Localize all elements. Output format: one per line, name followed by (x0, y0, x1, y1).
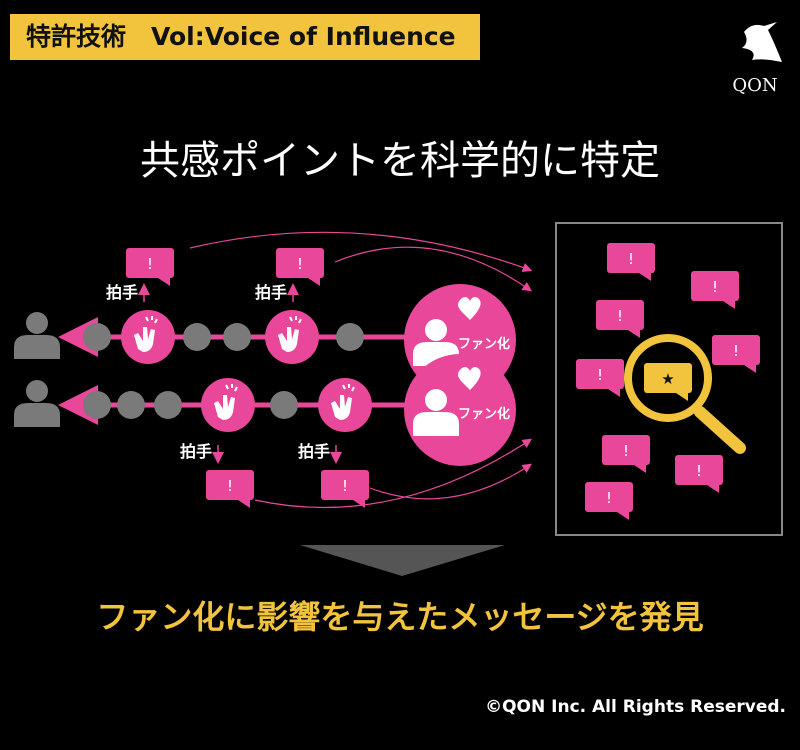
down-arrow (300, 545, 505, 576)
clap-node (265, 310, 319, 364)
flow-arrow (334, 246, 532, 292)
heart-icon (458, 367, 481, 390)
svg-text:拍手: 拍手 (255, 283, 287, 302)
message-bubble: ! (126, 248, 174, 286)
svg-text:!: ! (623, 442, 629, 460)
svg-text:!: ! (733, 342, 739, 360)
flow-arrow (369, 463, 533, 500)
clap-node (121, 310, 175, 364)
page-title: 共感ポイントを科学的に特定 (140, 138, 660, 184)
svg-text:★: ★ (661, 370, 674, 388)
message-bubble: ! (675, 455, 723, 493)
user-icon (14, 312, 60, 359)
copyright: ©QON Inc. All Rights Reserved. (485, 697, 786, 717)
svg-text:!: ! (147, 255, 153, 273)
heart-icon (458, 297, 481, 320)
step-node (117, 391, 145, 419)
step-node (270, 391, 298, 419)
clap-label: 拍手 (255, 283, 299, 302)
header-badge: 特許技術 Vol:Voice of Influence (10, 14, 480, 60)
message-bubble: ! (276, 248, 324, 286)
message-bubble: ! (596, 300, 644, 338)
svg-text:!: ! (606, 489, 612, 507)
analysis-box (555, 222, 783, 536)
clap-label: 拍手 (298, 442, 342, 464)
message-bubble: ! (321, 470, 369, 508)
svg-text:!: ! (342, 477, 348, 495)
clap-label: 拍手 (106, 283, 150, 302)
clap-label: 拍手 (180, 442, 224, 464)
step-node (83, 391, 111, 419)
svg-text:!: ! (712, 278, 718, 296)
message-bubble: ! (602, 435, 650, 473)
step-node (223, 323, 251, 351)
message-bubble: ! (576, 359, 624, 397)
svg-text:ファン化: ファン化 (458, 406, 510, 422)
message-bubble: ! (206, 470, 254, 508)
svg-text:!: ! (597, 366, 603, 384)
subtitle: ファン化に影響を与えたメッセージを発見 (96, 598, 704, 636)
clap-node (318, 378, 372, 432)
user-icon (14, 380, 60, 427)
svg-text:!: ! (297, 255, 303, 273)
svg-text:拍手: 拍手 (298, 442, 330, 461)
message-bubble: ! (712, 335, 760, 373)
svg-text:!: ! (617, 307, 623, 325)
step-node (83, 323, 111, 351)
person-icon (413, 389, 459, 436)
svg-text:!: ! (628, 250, 634, 268)
svg-text:拍手: 拍手 (180, 442, 212, 461)
flow-arrow (254, 438, 533, 509)
step-node (336, 323, 364, 351)
message-bubble: ! (585, 482, 633, 520)
svg-text:ファン化: ファン化 (458, 336, 510, 352)
svg-text:!: ! (227, 477, 233, 495)
qon-logo: QON (722, 14, 788, 96)
step-node (183, 323, 211, 351)
step-node (154, 391, 182, 419)
flow-arrow (189, 231, 533, 273)
message-bubble: ! (607, 243, 655, 281)
fan-node: ファン化 (404, 354, 516, 466)
svg-text:!: ! (696, 462, 702, 480)
svg-text:拍手: 拍手 (106, 283, 138, 302)
clap-node (201, 378, 255, 432)
message-bubble: ! (691, 271, 739, 309)
highlighted-message: ★ (644, 363, 692, 401)
